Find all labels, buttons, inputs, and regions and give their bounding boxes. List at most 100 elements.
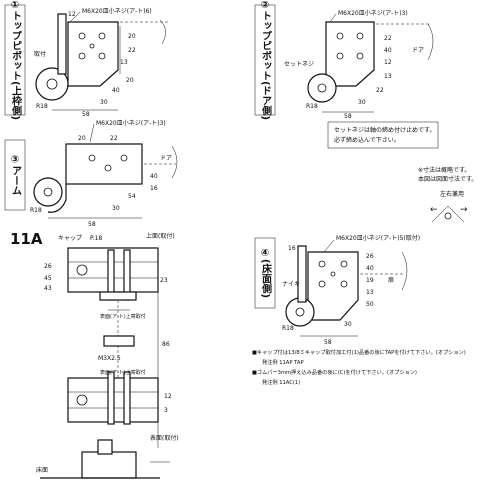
dim-note-line: 本図は図面寸法です。	[418, 175, 477, 183]
screw-hole	[330, 271, 336, 277]
dim-label: 58	[324, 339, 332, 346]
screw-hole	[98, 32, 106, 40]
screw-hole	[318, 260, 326, 268]
dim-label: 86	[162, 341, 170, 348]
mid-label: 表面(ア-ト)上寄取付	[100, 313, 146, 320]
dim-label: 43	[44, 285, 52, 292]
section-2-label: ②トップピボット(ドア側)	[260, 0, 273, 120]
screw-hole	[336, 52, 344, 60]
dim-label: 12	[164, 393, 172, 400]
dim-label: 40	[150, 173, 158, 180]
floor-assembly	[81, 451, 137, 479]
frame-bar	[57, 13, 67, 75]
dim-label: R18	[30, 207, 42, 214]
pivot-axis	[76, 264, 88, 276]
screw-hole	[336, 32, 344, 40]
section-1: ①トップピボット(上枠側) M6X20皿小ネジ(ア-ト)6) 20 22 R18…	[4, 0, 170, 120]
order-note-line: 発注例 11AC(1)	[262, 378, 300, 386]
order-note-line: 発注例 11AP TAP	[262, 358, 304, 366]
dimension-note: ※寸法は概略です。 本図は図面寸法です。 左右兼用 ← →	[418, 166, 477, 223]
dim-label: 22	[128, 47, 136, 54]
dim-label: 30	[112, 205, 120, 212]
dim-label: R18	[36, 103, 48, 110]
dim-label: 3	[164, 407, 168, 414]
dim-label: 22	[110, 135, 118, 142]
door-label: ドア	[412, 47, 424, 54]
dim-label: 58	[82, 111, 90, 118]
screw-hole	[356, 32, 364, 40]
dim-label: 58	[88, 221, 96, 228]
dim-label: 22	[384, 35, 392, 42]
dim-label: 20	[78, 135, 86, 142]
dim-label: 22	[376, 87, 384, 94]
page-ref-label: P.18	[90, 235, 102, 242]
door-label: 扉	[388, 276, 394, 284]
note-left-label: ナイキ	[282, 281, 300, 288]
door-label: ドア	[160, 155, 172, 162]
arrow-right-icon: →	[460, 205, 468, 215]
section-2-callout: M6X20皿小ネジ(ア-ト)3)	[338, 9, 408, 17]
screw-hole	[89, 43, 95, 49]
screw-hole	[120, 154, 128, 162]
cap-label: キャップ	[58, 235, 82, 242]
dim-label: 12	[68, 11, 76, 18]
screw-hole	[104, 164, 112, 172]
section-3: ③アーム M6X20皿小ネジ(ア-ト)3) ドア 20 22 R18 40 16…	[4, 119, 178, 228]
section-4: ④(床面側) M6X20皿小ネジ(ア-ト)5(取付) 扉 ナイキ 26 40 1…	[254, 234, 420, 346]
dim-label: 16	[288, 245, 296, 252]
section-1-callout: M6X20皿小ネジ(ア-ト)6)	[82, 7, 152, 15]
section-4-label-box	[254, 237, 276, 309]
dim-label: 30	[344, 321, 352, 328]
screw-hole	[98, 52, 106, 60]
floor-label: 床面	[36, 466, 48, 474]
shaft-collar	[103, 335, 135, 347]
section-2-label-box	[254, 4, 276, 116]
section-4-label: ④(床面側)	[260, 248, 273, 298]
dim-label: 16	[150, 185, 158, 192]
section-3-label: ③アーム	[10, 155, 22, 196]
pivot-axis	[46, 78, 58, 90]
arm-plate	[65, 143, 143, 185]
model-number: 11A	[10, 230, 43, 248]
pivot-axis	[317, 83, 327, 93]
order-note-line: ■ゴムパー3mm押え込み品番の後に(C)を付けて下さい。(オプション)	[252, 368, 417, 376]
bottom-label: 表面(ア-ト)上寄取付	[100, 369, 146, 376]
set-screw-note-line: セットネジは軸の締め付け止めです。	[334, 126, 435, 134]
dim-label: 54	[128, 193, 136, 200]
direction-diagram	[431, 205, 465, 223]
screw-hole	[78, 32, 86, 40]
section-3-label-box	[4, 139, 26, 211]
set-screw-label: セットネジ	[284, 61, 314, 68]
dim-label: 13	[120, 59, 128, 66]
dim-label: 40	[384, 47, 392, 54]
dim-label: 30	[358, 99, 366, 106]
order-note-line: ■キャップ付は13/8ミキャップ取付加工付(1)品番の後にTAPを付けて下さい。…	[252, 348, 466, 356]
dim-label: 40	[366, 265, 374, 272]
dim-label: 26	[44, 263, 52, 270]
dim-label: 20	[126, 77, 134, 84]
dim-label: 40	[112, 87, 120, 94]
pivot-plate	[325, 21, 375, 87]
pivot-plate	[67, 21, 119, 87]
dim-label: 30	[100, 99, 108, 106]
section-1-label: ①トップピボット(上枠側)	[10, 0, 23, 120]
set-screw-note-box	[327, 121, 439, 149]
screw-label: 取付	[34, 50, 46, 58]
dim-label: R18	[282, 325, 294, 332]
dim-label: 20	[128, 33, 136, 40]
arrow-left-icon: ←	[430, 205, 438, 215]
model-11a: 11A キャップ P.18 上面(取付) 26 45 43 23 表面(ア-ト)…	[10, 230, 179, 479]
pivot-axis	[76, 394, 88, 406]
dim-label: 23	[160, 277, 168, 284]
dim-label: 13	[366, 289, 374, 296]
dim-label: 19	[366, 277, 374, 284]
dim-label: R18	[306, 103, 318, 110]
top-label: 上面(取付)	[146, 232, 175, 240]
screw-hole	[88, 154, 96, 162]
dim-label: 12	[384, 59, 392, 66]
section-1-label-box	[4, 4, 26, 116]
bottom-right-label: 表面(取付)	[150, 434, 179, 442]
screw-hole	[318, 280, 326, 288]
arm-axis	[43, 187, 53, 197]
